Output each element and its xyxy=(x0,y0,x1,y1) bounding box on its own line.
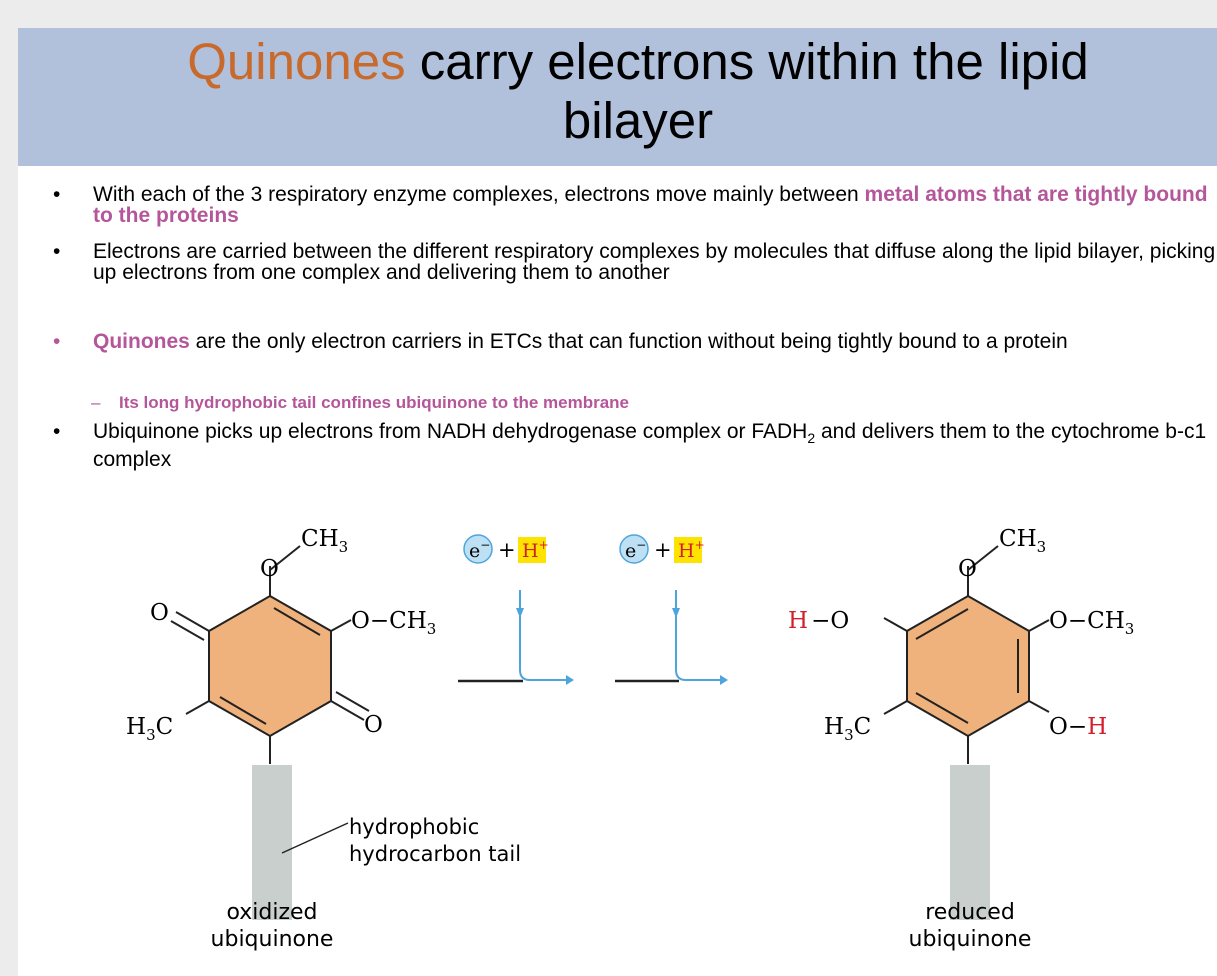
title-rest-1: carry electrons within the lipid xyxy=(405,33,1089,90)
proton-icon xyxy=(674,537,702,563)
oxidized-label: ubiquinone xyxy=(211,927,334,952)
double-bond xyxy=(915,692,969,724)
bullet-text: Electrons are carried between the differ… xyxy=(93,240,1216,284)
reduced-ubiquinone: O CH3 O−CH3 H−O O−H H3C reduced ubiquino… xyxy=(788,526,1134,952)
bullet-text: are the only electron carriers in ETCs t… xyxy=(189,330,1068,353)
methyl-group: H3C xyxy=(824,714,871,744)
bullet-text: Ubiquinone picks up electrons from NADH … xyxy=(93,420,808,443)
bond xyxy=(1028,700,1050,713)
double-bond xyxy=(330,700,365,721)
bullet-dot: • xyxy=(53,183,61,206)
electron-label: e− xyxy=(625,538,646,562)
atom-oxygen: O xyxy=(364,712,383,738)
methyl-group: H3C xyxy=(126,714,173,744)
double-bond xyxy=(915,608,969,640)
title-band xyxy=(18,28,1217,166)
title-accent: Quinones xyxy=(187,33,406,90)
bullet-dot: • xyxy=(53,330,61,353)
methyl-group: CH3 xyxy=(999,526,1046,556)
bond xyxy=(269,545,301,571)
bond xyxy=(967,545,999,571)
oxidized-label: oxidized xyxy=(226,900,317,925)
plus-sign: + xyxy=(498,538,516,562)
tail-pointer xyxy=(281,822,349,854)
bullet-diffuse-carriers: • Electrons are carried between the diff… xyxy=(53,240,1217,284)
reaction-step-2: e− + H+ xyxy=(615,534,728,685)
slide-title: Quinones carry electrons within the lipi… xyxy=(18,32,1217,150)
arrow xyxy=(675,590,720,681)
methoxy-group: O−CH3 xyxy=(351,608,436,638)
double-bond xyxy=(170,620,205,641)
subscript: 2 xyxy=(807,430,816,447)
bond xyxy=(1028,619,1050,632)
ring xyxy=(208,594,332,738)
proton-icon xyxy=(518,537,546,563)
atom-oxygen: O xyxy=(958,556,977,582)
arrowhead xyxy=(720,675,728,685)
reaction-step-1: e− + H+ xyxy=(458,534,574,685)
arrowhead xyxy=(516,608,524,618)
bullet-quinones: • Quinones are the only electron carrier… xyxy=(53,330,1217,353)
sub-bullet-hydrophobic-tail: – Its long hydrophobic tail confines ubi… xyxy=(91,393,630,413)
bond xyxy=(330,619,352,632)
bullet-metal-atoms: • With each of the 3 respiratory enzyme … xyxy=(53,183,1217,227)
hydrocarbon-tail xyxy=(252,765,292,920)
hydroxyl-group: O−H xyxy=(1049,714,1107,740)
ring xyxy=(906,594,1030,738)
bullet-text: and delivers them to the cytochrome b-c1… xyxy=(93,420,1207,472)
bond xyxy=(883,617,908,632)
double-bond xyxy=(335,691,370,712)
arrow xyxy=(519,590,566,681)
ubiquinone-diagram: O CH3 O−CH3 O O H3C hydrophobic hydrocar… xyxy=(126,526,1134,952)
sub-bullet-text: Its long hydrophobic tail confines ubiqu… xyxy=(119,393,630,412)
reduced-label: reduced xyxy=(925,900,1015,925)
bond xyxy=(883,700,908,715)
reduced-label: ubiquinone xyxy=(909,927,1032,952)
bullet-highlight: metal atoms that are tightly bound to th… xyxy=(93,183,1208,227)
arrowhead xyxy=(672,608,680,618)
methyl-group: CH3 xyxy=(301,526,348,556)
electron-icon xyxy=(463,534,493,564)
bullet-dot: • xyxy=(53,420,61,443)
bond xyxy=(185,700,210,715)
plus-sign: + xyxy=(654,538,672,562)
double-bond xyxy=(219,696,267,725)
bullet-text: With each of the 3 respiratory enzyme co… xyxy=(93,183,865,206)
proton-label: H+ xyxy=(522,538,549,562)
double-bond xyxy=(175,611,210,632)
bullet-ubiquinone-transfer: • Ubiquinone picks up electrons from NAD… xyxy=(53,420,1217,472)
methoxy-group: O−CH3 xyxy=(1049,608,1134,638)
electron-label: e− xyxy=(469,538,490,562)
atom-oxygen: O xyxy=(150,600,169,626)
title-rest-2: bilayer xyxy=(562,92,714,149)
hydrocarbon-tail xyxy=(950,765,990,920)
double-bond xyxy=(273,607,321,636)
arrowhead xyxy=(566,675,574,685)
sub-dash: – xyxy=(91,393,101,412)
oxidized-ubiquinone: O CH3 O−CH3 O O H3C hydrophobic hydrocar… xyxy=(126,526,521,952)
bullet-highlight: Quinones xyxy=(93,330,190,353)
electron-icon xyxy=(619,534,649,564)
tail-label: hydrophobic xyxy=(349,815,479,839)
slide: Quinones carry electrons within the lipi… xyxy=(18,28,1217,976)
bullet-dot: • xyxy=(53,240,61,263)
hydroxyl-group: H−O xyxy=(788,608,849,634)
proton-label: H+ xyxy=(678,538,705,562)
atom-oxygen: O xyxy=(260,556,279,582)
tail-label: hydrocarbon tail xyxy=(349,842,521,866)
